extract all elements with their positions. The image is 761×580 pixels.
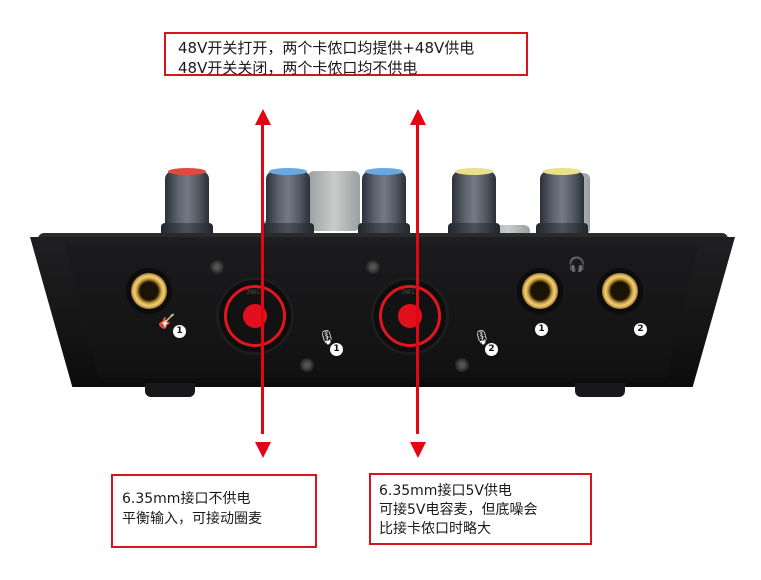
screw (366, 260, 380, 274)
knob-gain-guitar[interactable] (161, 168, 213, 237)
knob-monitor[interactable] (536, 168, 588, 237)
microphone-icon: 🎙 (473, 330, 491, 346)
port-number: 1 (330, 343, 343, 356)
xlr-combo-jack-2[interactable]: 3W11 (371, 277, 449, 355)
screw (455, 358, 469, 372)
slider-cap (308, 171, 360, 231)
knob-effect[interactable] (448, 168, 500, 237)
highlight-ring (224, 285, 286, 347)
arrow-up-head (255, 109, 271, 125)
callout-line: 平衡输入，可接动圈麦 (122, 511, 262, 527)
port-number: 2 (485, 343, 498, 356)
knob-gain-mic1[interactable] (262, 168, 314, 237)
port-number: 1 (173, 325, 186, 338)
audio-interface-device: 🎸 1 3W11 🎙 1 3W11 🎙 2 🎧 1 2 (30, 165, 735, 410)
callout-phantom-power: 48V开关打开，两个卡侬口均提供+48V供电 48V开关关闭，两个卡侬口均不供电 (164, 32, 528, 77)
guitar-icon: 🎸 (158, 314, 176, 330)
device-foot (145, 383, 195, 397)
device-foot (575, 383, 625, 397)
callout-line: 6.35mm接口5V供电 (379, 483, 512, 499)
port-number: 2 (634, 323, 647, 336)
callout-line: 6.35mm接口不供电 (122, 491, 251, 507)
xlr-label: 3W11 (246, 289, 264, 296)
headphones-icon: 🎧 (568, 257, 586, 273)
callout-jack-no-power: 6.35mm接口不供电 平衡输入，可接动圈麦 (111, 474, 317, 548)
guitar-input-jack[interactable] (126, 268, 172, 314)
arrow-line (261, 122, 264, 434)
microphone-icon: 🎙 (318, 330, 336, 346)
callout-line: 48V开关打开，两个卡侬口均提供+48V供电 (178, 39, 475, 57)
headphone-output-jack-2[interactable] (597, 268, 643, 314)
arrow-line (416, 122, 419, 434)
xlr-combo-jack-1[interactable]: 3W11 (216, 277, 294, 355)
screw (300, 358, 314, 372)
arrow-down-head (410, 442, 426, 458)
arrow-down-head (255, 442, 271, 458)
callout-jack-5v-power: 6.35mm接口5V供电 可接5V电容麦，但底噪会 比接卡侬口时略大 (369, 473, 592, 545)
callout-line: 48V开关关闭，两个卡侬口均不供电 (178, 59, 418, 77)
arrow-up-head (410, 109, 426, 125)
knob-gain-mic2[interactable] (358, 168, 410, 237)
callout-line: 比接卡侬口时略大 (379, 521, 491, 537)
port-number: 1 (535, 323, 548, 336)
headphone-output-jack-1[interactable] (517, 268, 563, 314)
xlr-label: 3W11 (401, 289, 419, 296)
screw (210, 260, 224, 274)
callout-line: 可接5V电容麦，但底噪会 (379, 502, 538, 518)
